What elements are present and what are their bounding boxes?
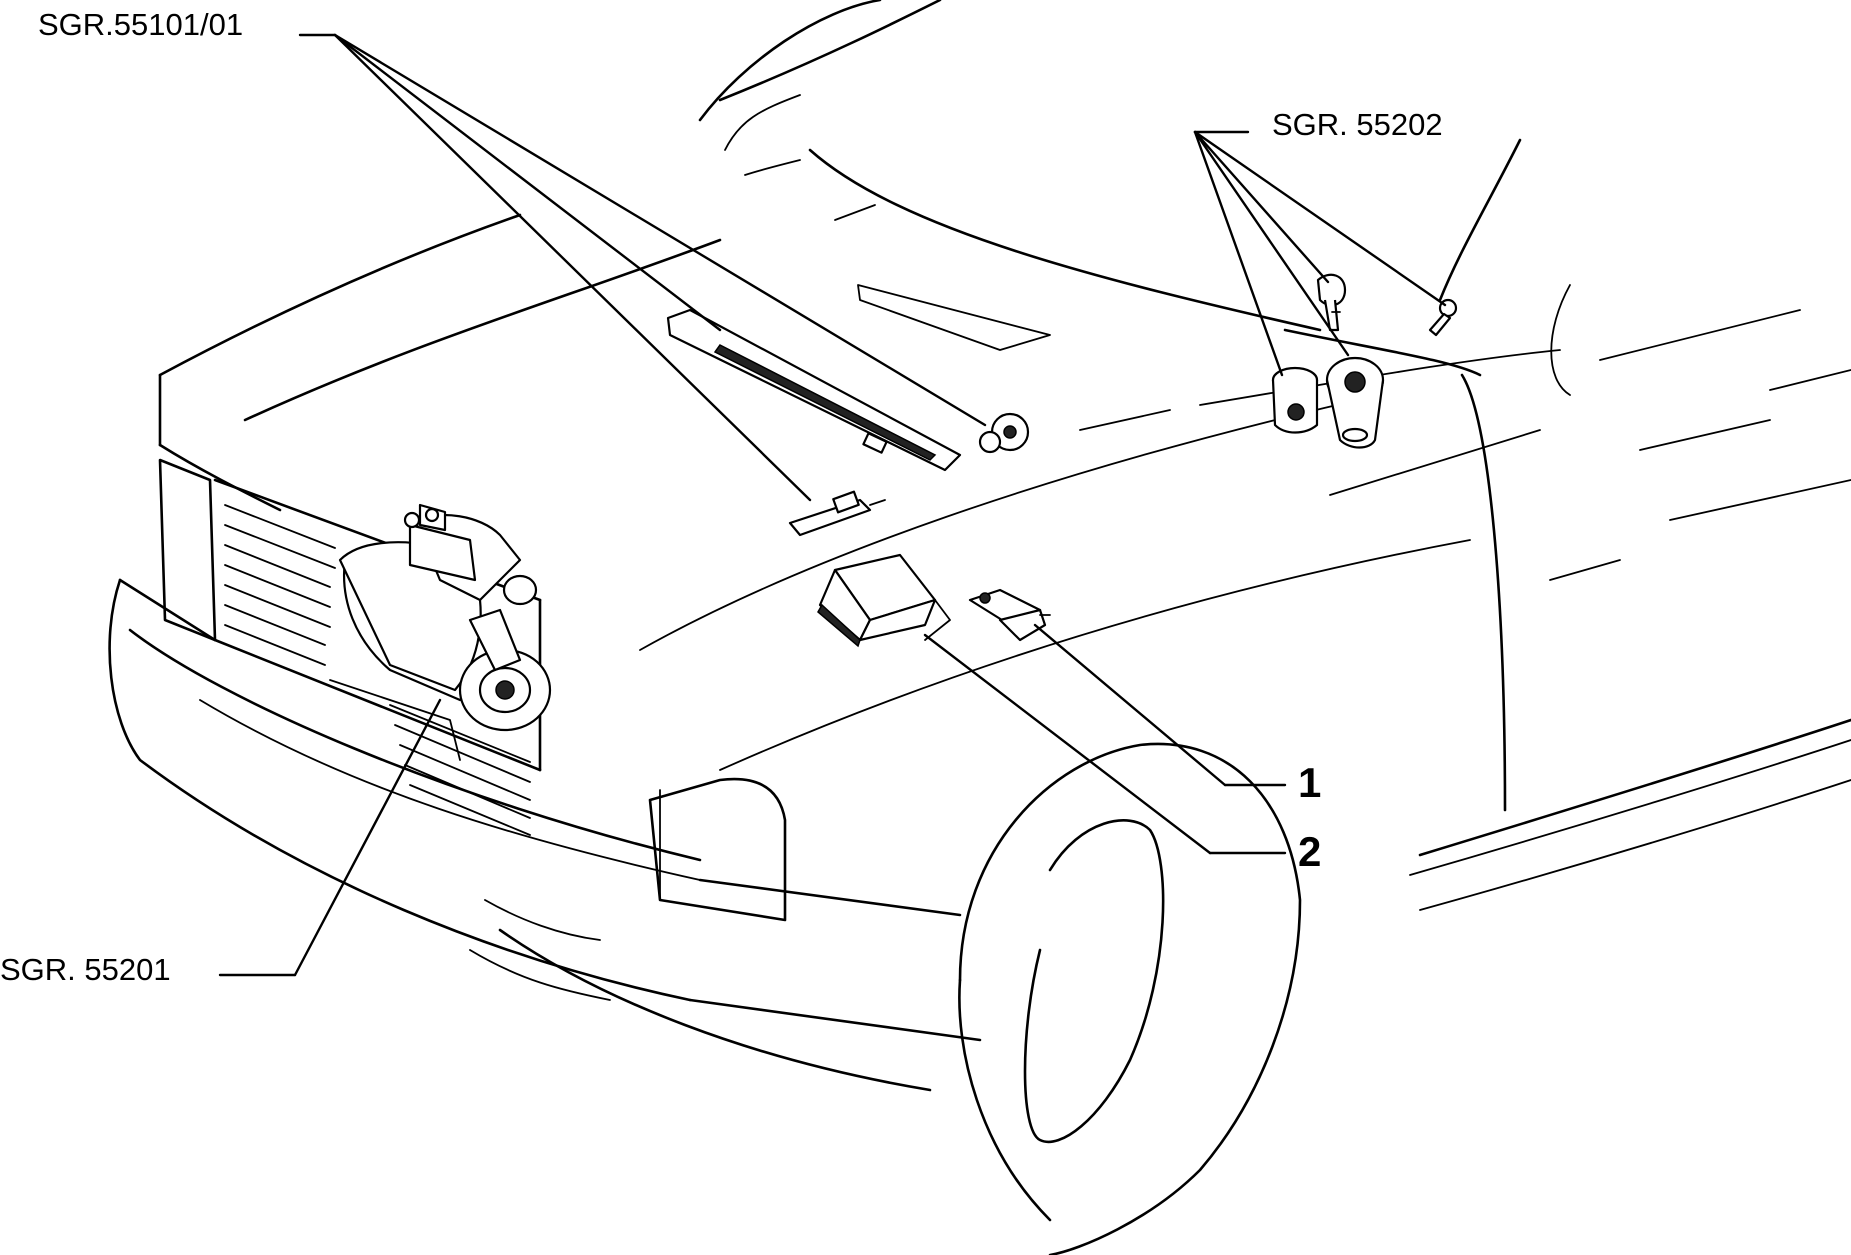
relay-box-icon <box>817 553 951 648</box>
grille <box>224 504 531 836</box>
bracket-icon <box>968 588 1051 642</box>
callout-sgr-55101-01: SGR.55101/01 <box>38 7 243 42</box>
leader-lines <box>218 33 1447 977</box>
starter-motor-icon <box>338 503 552 732</box>
nut-icon <box>978 412 1030 454</box>
callout-sgr-55201: SGR. 55201 <box>0 952 171 987</box>
key-icon <box>1316 273 1347 332</box>
vehicle-outline <box>108 0 1851 1255</box>
wiper-linkage-icon <box>666 308 962 472</box>
callout-sgr-55202: SGR. 55202 <box>1272 107 1443 142</box>
callout-item-1: 1 <box>1298 759 1321 806</box>
callout-item-2: 2 <box>1298 828 1321 875</box>
ignition-switch-icon <box>1271 366 1319 434</box>
lock-cylinder-icon <box>1325 356 1385 449</box>
glow-plug-icon <box>788 490 886 537</box>
clip-icon <box>1428 298 1458 337</box>
